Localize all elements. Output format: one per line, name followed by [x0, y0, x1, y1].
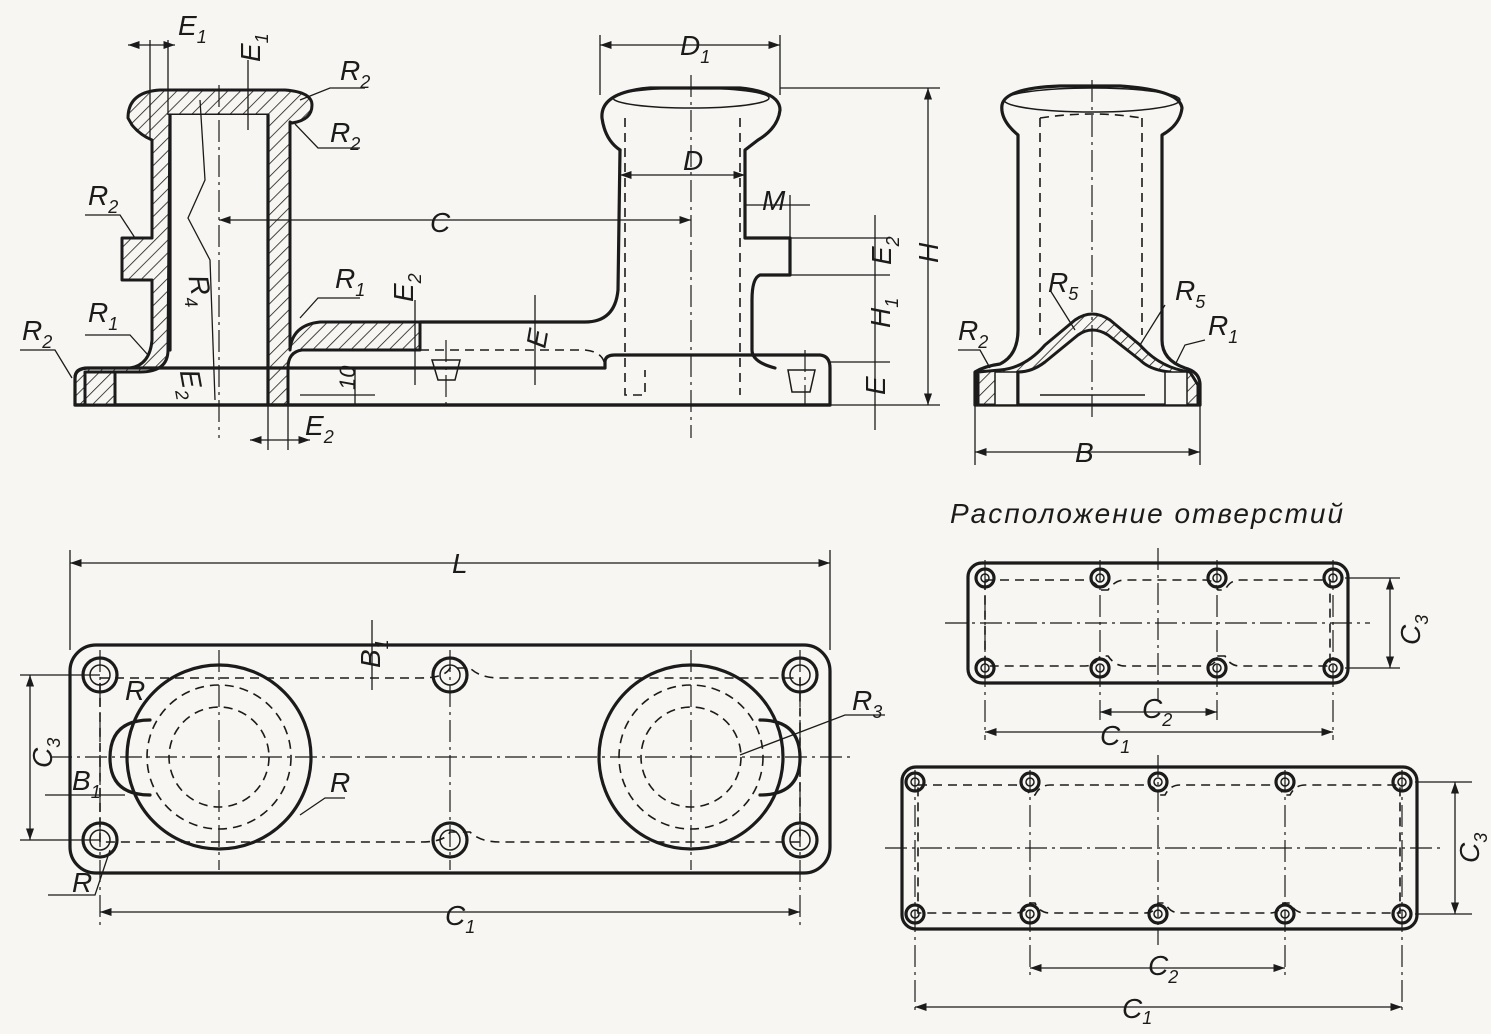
- label-e1-top: E1: [178, 10, 207, 47]
- leader-r-mid: [299, 797, 345, 816]
- label-r1-web: R1: [335, 263, 365, 300]
- left-bolt-hole: [83, 370, 117, 407]
- label-d1: D1: [680, 30, 710, 67]
- label-e2-web: E2: [388, 273, 425, 302]
- leader-r2-left: [85, 214, 136, 239]
- label-r-mid: R: [330, 767, 350, 798]
- label-e1-side: E1: [235, 33, 272, 62]
- label-d: D: [683, 145, 703, 176]
- leader-r4: [187, 99, 216, 401]
- label-r3: R3: [852, 685, 882, 722]
- leader-r2-top: [299, 87, 365, 101]
- label-e2-right: E2: [866, 236, 903, 265]
- label-c3-top: C3: [1395, 615, 1432, 645]
- side-hidden-top: [1039, 113, 1143, 119]
- label-r5-left: R5: [1048, 267, 1079, 304]
- hole-layout-top: C3 C2 C1: [945, 548, 1432, 757]
- label-h1: H1: [865, 298, 902, 328]
- hole-layout-bottom: C3 C2 C1: [885, 755, 1491, 1028]
- label-r2-base: R2: [22, 315, 52, 352]
- label-c2-bottom: C2: [1148, 950, 1178, 987]
- leader-r2-side: [958, 349, 991, 369]
- plan-hidden-outline: [99, 667, 801, 843]
- label-c: C: [430, 207, 451, 238]
- label-b1-top: B1: [355, 639, 392, 668]
- label-r2-side: R2: [958, 315, 988, 352]
- leader-r2-mid: [294, 123, 360, 149]
- label-r2-top: R2: [340, 55, 370, 92]
- label-r2-left: R2: [88, 180, 118, 217]
- right-bollard-hidden-wall-left: [624, 118, 646, 396]
- leader-r2-base: [20, 349, 73, 379]
- plan-base-outline: [68, 643, 832, 875]
- hole-layout-caption: Расположение отверстий: [950, 498, 1345, 529]
- label-b: B: [1075, 437, 1094, 468]
- leader-r1-side: [1174, 339, 1206, 366]
- leader-r3: [739, 714, 885, 756]
- label-h: H: [913, 242, 944, 263]
- leader-r1-web: [299, 297, 360, 319]
- leader-r-bottom: [48, 849, 111, 896]
- side-bollard-outline: [973, 84, 1202, 407]
- label-c1-bottom: C1: [1122, 993, 1152, 1028]
- leader-r1-left: [85, 334, 149, 356]
- plan-view: L C1 C3 B1 B1 R R R R3: [20, 548, 885, 937]
- label-r1-side: R1: [1208, 310, 1238, 347]
- label-e-right: E: [860, 376, 891, 395]
- right-bolt-hole: [787, 369, 816, 393]
- label-c3-bottom: C3: [1454, 833, 1491, 863]
- label-c2-top: C2: [1142, 693, 1172, 730]
- label-ten: 10: [335, 365, 360, 390]
- label-r1-left: R1: [88, 297, 118, 334]
- right-bollard-outline: [600, 86, 792, 370]
- label-l: L: [452, 548, 468, 579]
- leader-r5-left: [1049, 289, 1076, 331]
- front-view: C D1 D M H E2 H1 E E E2 10: [20, 10, 944, 450]
- hidden-base-line: [300, 349, 606, 369]
- side-view: B R5 R5 R2 R1: [958, 80, 1238, 468]
- web-to-right-bollard: [418, 148, 622, 324]
- label-c1-plan: C1: [445, 900, 475, 937]
- label-e-mid: E: [521, 326, 555, 350]
- middle-bolt-hole: [430, 359, 461, 381]
- label-r-topleft: R: [125, 675, 145, 706]
- label-m: M: [762, 185, 786, 216]
- label-r5-right: R5: [1175, 275, 1206, 312]
- label-c1-top: C1: [1100, 720, 1130, 757]
- label-e2-bottom: E2: [305, 410, 334, 447]
- base-plate-outline: [73, 353, 832, 407]
- label-c3-plan: C3: [27, 738, 64, 768]
- label-r2-mid: R2: [330, 117, 360, 154]
- label-r-bottom: R: [72, 867, 92, 898]
- leader-r5-right: [1139, 304, 1166, 346]
- label-b1-left: B1: [72, 765, 101, 802]
